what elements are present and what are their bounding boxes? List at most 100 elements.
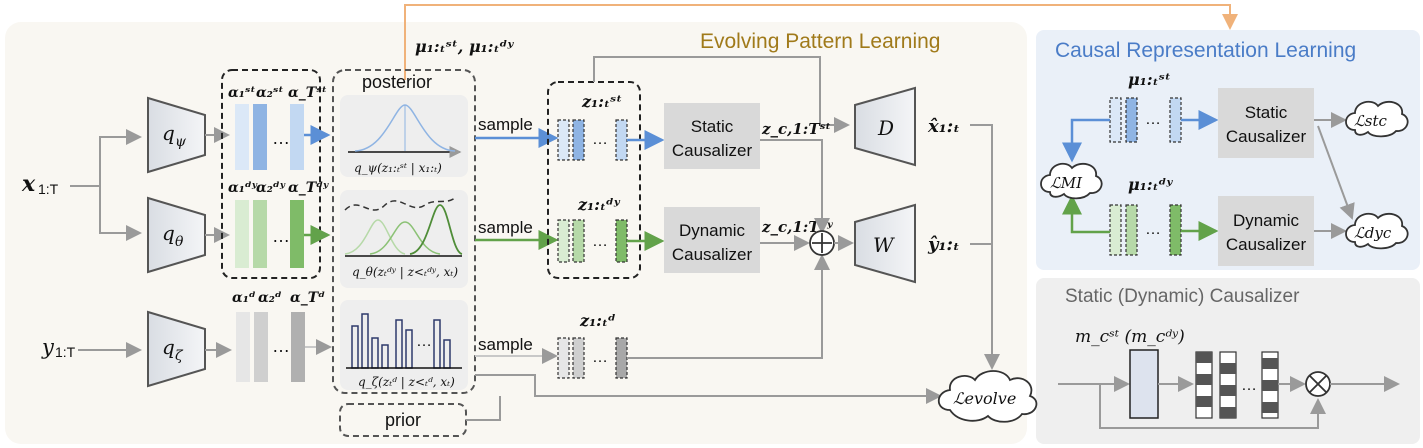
z-dy-ellipsis: … (592, 233, 608, 250)
z-d-bars (557, 337, 628, 379)
svg-text:Dynamic: Dynamic (1233, 211, 1300, 230)
right-mu-dy-ellipsis: … (1145, 221, 1161, 238)
alpha-d-bar-1 (236, 312, 250, 382)
mu-top-label: μ₁:ₜˢᵗ, μ₁:ₜᵈʸ (415, 37, 514, 56)
svg-text:ℒdyc: ℒdyc (1354, 224, 1392, 242)
z-st-label: z₁:ₜˢᵗ (581, 92, 622, 111)
posterior-box (332, 69, 476, 394)
loss-evolve-cloud: ℒevolve (937, 370, 1038, 423)
loss-stc-cloud: ℒstc (1345, 100, 1409, 138)
alpha-dy-bar-3 (290, 200, 304, 268)
svg-text:α₁ᵈ: α₁ᵈ (232, 290, 256, 306)
decoder-W: W (854, 203, 916, 284)
z-st-bars (557, 119, 628, 161)
alpha-st-bar-3 (290, 104, 304, 170)
posterior-label: posterior (362, 72, 432, 92)
alpha-st-labels: α₁ˢᵗ α₂ˢᵗ α_Tˢᵗ (228, 85, 327, 101)
dist-d-label: q_ζ(zₜᵈ | z<ₜᵈ, xₜ) (358, 375, 455, 389)
x-to-qtheta-arrow (99, 186, 142, 241)
mask-bar-2 (1219, 351, 1237, 419)
alpha-dy-bar-1 (235, 200, 249, 268)
svg-text:Dynamic: Dynamic (679, 221, 746, 240)
dist-dy-curve-2 (369, 221, 441, 255)
sum-operator (809, 230, 835, 256)
dynamic-causalizer-box: Dynamic Causalizer (664, 207, 760, 273)
svg-text:Causalizer: Causalizer (672, 245, 753, 264)
xhat-to-loss-arrow (970, 124, 1000, 370)
svg-text:Causalizer: Causalizer (1226, 127, 1307, 146)
z-d-label: z₁:ₜᵈ (579, 311, 616, 330)
alpha-st-ellipsis: … (272, 128, 290, 148)
svg-text:ψ: ψ (175, 134, 187, 150)
sample-label-d: sample (478, 335, 533, 354)
static-causalizer-box: Static Causalizer (664, 103, 760, 169)
svg-text:Causalizer: Causalizer (1226, 235, 1307, 254)
dist-dy-panel (340, 190, 468, 288)
svg-text:Causalizer: Causalizer (672, 141, 753, 160)
alpha-dy-bar-2 (253, 200, 267, 268)
prior-to-loss-line (466, 396, 501, 421)
input-x-sub: 1:T (38, 181, 59, 197)
output-y-hat: ŷ₁:ₜ (927, 234, 960, 255)
z-d-to-sum (627, 254, 830, 359)
loss-mi-cloud: ℒMI (1040, 162, 1103, 200)
prior-label: prior (385, 410, 421, 430)
svg-text:α₂ˢᵗ: α₂ˢᵗ (256, 85, 284, 101)
dist-dy-label: q_θ(zₜᵈʸ | z<ₜᵈʸ, xₜ) (352, 265, 458, 279)
dist-st-label: q_ψ(z₁:ₜˢᵗ | x₁:ₜ) (354, 161, 442, 175)
evolving-title: Evolving Pattern Learning (700, 30, 941, 53)
multiply-operator (1305, 371, 1331, 397)
mask-ellipsis: … (1241, 377, 1257, 394)
svg-text:Static: Static (691, 117, 734, 136)
alpha-d-bar-3 (291, 312, 305, 382)
zc-st-label: z_c,1:Tˢᵗ (761, 120, 831, 138)
svg-text:q: q (162, 335, 175, 359)
z-to-decoder-arrow (593, 56, 850, 133)
alpha-d-bar-2 (254, 312, 268, 382)
alpha-d-labels: α₁ᵈ α₂ᵈ α_Tᵈ (232, 290, 325, 306)
input-y: y (41, 335, 55, 359)
mi-dy-arrow (1062, 194, 1110, 234)
svg-text:q: q (162, 221, 175, 245)
x-to-qpsi-arrow (70, 129, 142, 187)
svg-text:α₁ᵈʸ: α₁ᵈʸ (228, 180, 258, 196)
right-dynamic-causalizer: Dynamic Causalizer (1218, 196, 1314, 266)
input-x: x (21, 171, 36, 197)
alpha-dy-ellipsis: … (272, 226, 290, 246)
mask-bar-3 (1261, 351, 1279, 419)
right-mu-st-label: μ₁:ₜˢᵗ (1128, 70, 1171, 89)
dist-st-panel (340, 95, 468, 177)
static-to-dyc-arrow (1317, 125, 1355, 220)
right-mu-st-ellipsis: … (1145, 111, 1161, 128)
causalizer-panel-title: Static (Dynamic) Causalizer (1065, 286, 1300, 307)
z-st-ellipsis: … (592, 131, 608, 148)
z-dy-label: z₁:ₜᵈʸ (577, 195, 621, 214)
svg-text:D: D (877, 116, 894, 140)
svg-text:Static: Static (1245, 103, 1288, 122)
mi-st-arrow (1062, 118, 1110, 163)
svg-text:α_Tᵈʸ: α_Tᵈʸ (288, 180, 329, 196)
alpha-dy-labels: α₁ᵈʸ α₂ᵈʸ α_Tᵈʸ (228, 180, 329, 196)
z-d-ellipsis: … (592, 349, 608, 366)
top-orange-arrow (404, 4, 1238, 80)
dist-dy-curve-3 (409, 204, 463, 255)
svg-text:α_Tˢᵗ: α_Tˢᵗ (288, 85, 327, 101)
sample-label-st: sample (478, 115, 533, 134)
alpha-st-bar-2 (253, 104, 267, 170)
svg-text:θ: θ (175, 234, 184, 250)
svg-text:α₁ˢᵗ: α₁ˢᵗ (228, 85, 256, 101)
causal-title: Causal Representation Learning (1055, 39, 1356, 62)
svg-text:q: q (162, 121, 175, 145)
dist-d-ellipsis: … (416, 333, 432, 350)
output-x-hat: x̂₁:ₜ (927, 116, 960, 137)
alpha-group-box (221, 69, 321, 279)
svg-text:ℒevolve: ℒevolve (953, 389, 1016, 408)
mask-block (1129, 349, 1159, 419)
svg-text:α_Tᵈ: α_Tᵈ (290, 290, 325, 306)
dist-dy-curve-1 (344, 219, 406, 255)
input-y-sub: 1:T (55, 344, 76, 360)
svg-text:ζ: ζ (175, 348, 184, 364)
alpha-st-bar-1 (235, 104, 249, 170)
svg-text:ℒMI: ℒMI (1050, 174, 1083, 192)
